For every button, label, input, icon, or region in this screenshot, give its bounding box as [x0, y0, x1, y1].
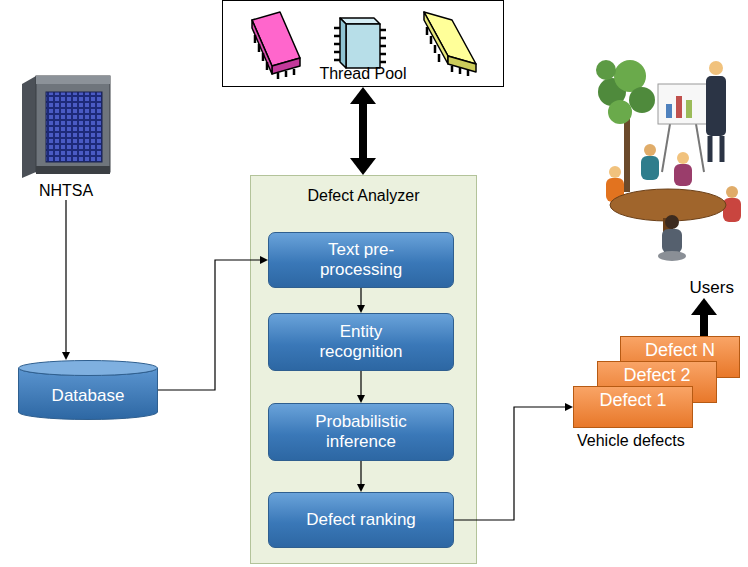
chip-icon [424, 12, 476, 76]
process-box: Defect ranking [268, 492, 454, 548]
connector-line [359, 101, 367, 162]
server-node: NHTSA [18, 74, 114, 200]
process-box: Text pre-processing [268, 232, 454, 288]
connector [350, 87, 376, 175]
arrow-head [350, 87, 376, 104]
caption-label: Vehicle defects [577, 432, 685, 450]
node-label: Text pre-processing [301, 240, 421, 280]
node-label: Defect 1 [599, 390, 666, 410]
users-node: Users [588, 58, 746, 298]
analyzer-group: Defect AnalyzerText pre-processingEntity… [250, 175, 477, 564]
node-label: Defect Analyzer [307, 187, 419, 205]
node-label: Defect 2 [623, 365, 690, 385]
cylinder-top [19, 361, 158, 376]
connector-line [158, 260, 262, 390]
arrow-head [565, 403, 573, 411]
node-label: Database [52, 386, 125, 406]
node-label: Users [690, 278, 734, 298]
node-label: NHTSA [39, 182, 93, 200]
node-label: Probabilistic inference [301, 412, 421, 452]
meeting-illustration [596, 60, 741, 261]
thread-pool-box: Thread Pool [222, 0, 504, 87]
arrow-head [691, 298, 717, 315]
process-box: Probabilistic inference [268, 403, 454, 461]
node-label: Entity recognition [301, 322, 421, 362]
node-label: Defect N [645, 340, 715, 360]
chip-icon [334, 18, 386, 68]
node-label: Defect ranking [306, 510, 416, 530]
arrow-head [350, 158, 376, 175]
connector [62, 200, 70, 360]
connector-line [65, 200, 66, 354]
arrow-head [62, 352, 70, 360]
database-cylinder: Database [18, 360, 158, 420]
defect-card: Defect 1 [573, 386, 693, 428]
node-label: Thread Pool [319, 65, 406, 83]
chip-icon [252, 12, 300, 79]
server-icon [22, 76, 110, 178]
process-box: Entity recognition [268, 313, 454, 371]
connector [691, 298, 717, 336]
connector-line [700, 312, 708, 336]
